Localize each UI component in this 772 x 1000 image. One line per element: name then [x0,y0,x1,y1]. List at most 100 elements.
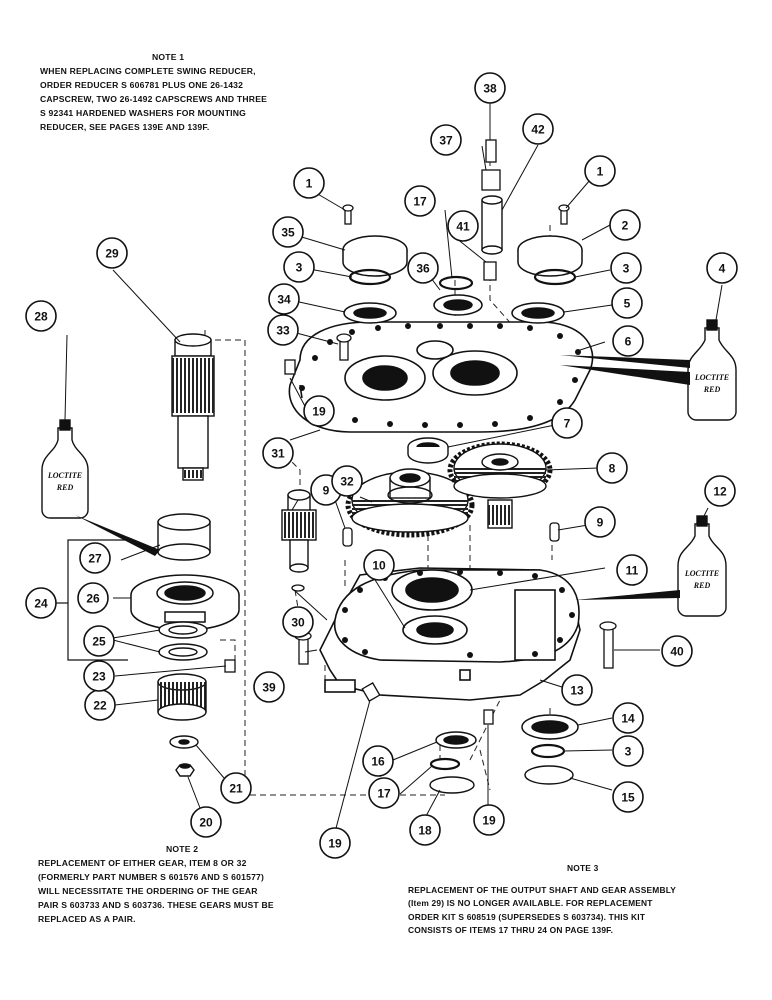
callout-number: 17 [377,787,391,801]
callout-circle [616,554,648,586]
callout-number: 19 [312,405,326,419]
callout-circle [262,437,294,469]
callout-number: 42 [531,123,545,137]
callout-circle [319,827,351,859]
callout-circle [584,155,616,187]
callout-number: 34 [277,293,291,307]
callout-number: 38 [483,82,497,96]
note-2-line: (FORMERLY PART NUMBER S 601576 AND S 601… [38,871,265,882]
note-3-line: (Item 29) IS NO LONGER AVAILABLE. FOR RE… [408,898,653,909]
callout-circle [610,252,642,284]
callout-circle [25,300,57,332]
note-2-line: WILL NECESSITATE THE ORDERING OF THE GEA… [38,885,258,896]
callout-number: 27 [88,552,102,566]
callout-number: 37 [439,134,453,148]
tube-42 [481,195,503,255]
note-1-line: REDUCER, SEE PAGES 139E AND 139F. [40,121,210,132]
note-3-line: CONSISTS OF ITEMS 17 THRU 24 ON PAGE 139… [408,925,614,936]
bottle-label: RED [703,385,721,394]
callout-circle [404,185,436,217]
callout-number: 14 [621,712,635,726]
note-3-line: ORDER KIT S 608519 (SUPERSEDES S 603734)… [408,911,646,922]
callout-number: 11 [626,564,639,578]
callout-circle [303,395,335,427]
callout-number: 33 [276,324,290,338]
callout-circle [253,671,285,703]
callout-number: 19 [328,837,342,851]
fasteners [224,139,617,725]
callout-number: 18 [418,824,432,838]
bottle-label: RED [693,581,711,590]
callout-circle [268,283,300,315]
bottle-label: LOCTITE [694,373,729,382]
callout-number: 13 [570,684,584,698]
callout-circle [561,674,593,706]
reducer-housing [319,567,581,701]
callout-circle [473,804,505,836]
callout-number: 5 [624,297,631,311]
note-1: NOTE 1 WHEN REPLACING COMPLETE SWING RED… [40,51,340,135]
callout-circle [83,625,115,657]
note-2: NOTE 2 REPLACEMENT OF EITHER GEAR, ITEM … [38,843,338,927]
note-3: NOTE 3 REPLACEMENT OF THE OUTPUT SHAFT A… [408,862,768,938]
callout-circle [612,702,644,734]
callout-number: 3 [296,261,303,275]
loctite-bottle-4: LOCTITE RED [687,319,737,421]
leader-lines [64,100,723,833]
callout-number: 16 [371,755,385,769]
callout-circle [474,72,506,104]
callout-number: 3 [623,262,630,276]
callout-number: 10 [372,559,386,573]
note-2-line: PAIR S 603733 AND S 603736. THESE GEARS … [38,899,274,910]
callout-circle [596,452,628,484]
pinion-gear-22 [157,673,207,721]
callout-circle [551,407,583,439]
bottle-label: RED [56,483,74,492]
callout-number: 6 [625,335,632,349]
callout-number: 32 [340,475,354,489]
output-shaft-29 [171,333,215,481]
bottle-label: LOCTITE [47,471,82,480]
callout-circle [96,237,128,269]
note-1-line: ORDER REDUCER S 606781 PLUS ONE 26-1432 [40,79,244,90]
callout-circle [612,781,644,813]
callout-number: 9 [597,516,604,530]
callout-number: 23 [92,670,106,684]
callout-circle [362,745,394,777]
callout-number: 12 [713,485,727,499]
callout-circle [407,252,439,284]
callout-circle [79,542,111,574]
callout-number: 2 [622,219,629,233]
note-2-line: REPLACED AS A PAIR. [38,913,136,924]
flange-26 [130,574,240,631]
nut-20 [175,763,195,777]
callout-number: 28 [34,310,48,324]
callout-number: 15 [621,791,635,805]
callout-circle [409,814,441,846]
loctite-bottle-11: LOCTITE RED [677,515,727,617]
note-1-heading: NOTE 1 [152,52,185,62]
callout-number: 40 [670,645,684,659]
callout-number: 1 [597,165,604,179]
loctite-bottle-28: LOCTITE RED [41,419,89,519]
callout-number: 20 [199,816,213,830]
cover-plates [429,765,574,794]
note-1-line: CAPSCREW, TWO 26-1492 CAPSCREWS AND THRE… [40,93,268,104]
callout-circle [293,167,325,199]
callout-number: 26 [86,592,100,606]
seals-25 [158,621,208,661]
callout-circle [190,806,222,838]
callout-number: 9 [323,484,330,498]
callout-number: 4 [719,262,726,276]
callout-number: 7 [564,417,571,431]
callout-circle [25,587,57,619]
callout-number: 22 [93,699,107,713]
callout-circle [282,606,314,638]
note-3-heading: NOTE 3 [567,863,599,873]
callout-number: 3 [625,745,632,759]
callout-circle [612,735,644,767]
callout-number: 30 [291,616,305,630]
callout-circle [706,252,738,284]
